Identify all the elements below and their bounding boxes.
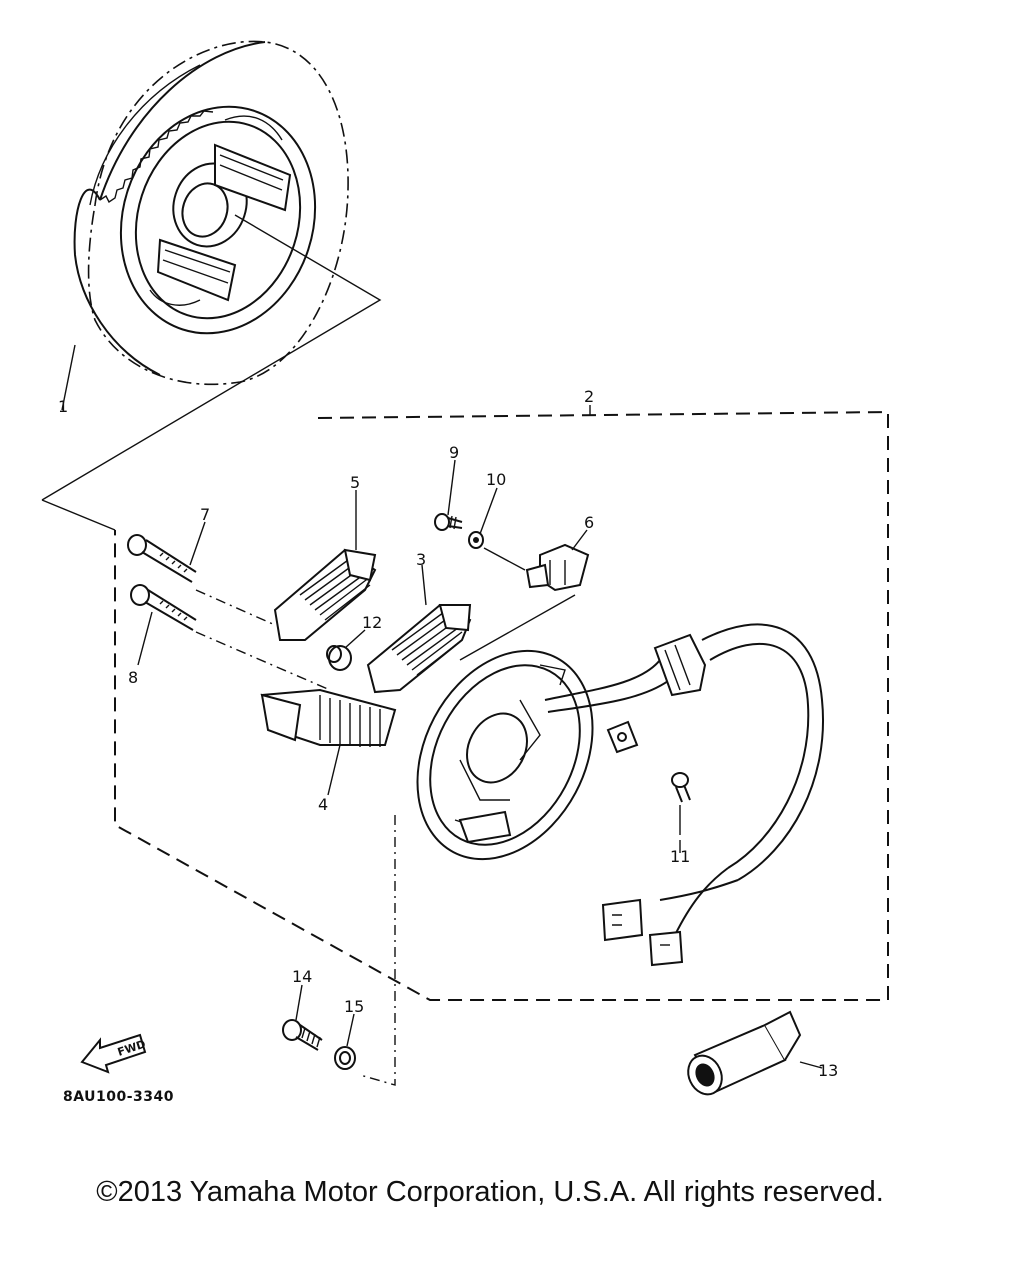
washer-10 [468,531,484,549]
collar-12 [326,645,352,671]
bolt-14-leader [359,815,396,1086]
callout-10: 10 [486,470,506,489]
callout-9: 9 [449,443,459,462]
callout-15: 15 [344,997,364,1016]
stator-base-plate [416,649,594,861]
callout-3: 3 [416,550,426,569]
source-coil-4 [260,688,397,747]
stator-assembly-outline [41,405,889,1001]
callout-7: 7 [200,505,210,524]
lead-wire-harness [544,623,824,967]
callout-leaders [137,459,823,1069]
screw-11 [671,772,691,835]
bracket-6 [459,543,590,661]
callout-8: 8 [128,668,138,687]
bolt-7 [127,534,276,626]
callout-1: 1 [58,397,68,416]
callout-2: 2 [584,387,594,406]
charging-coil-5 [273,548,377,641]
callout-5: 5 [350,473,360,492]
diagram-part-code: 8AU100-3340 [63,1089,175,1105]
callout-11: 11 [670,847,690,866]
copyright-notice: ©2013 Yamaha Motor Corporation, U.S.A. A… [96,1176,884,1208]
washer-15 [334,1046,356,1070]
flywheel-puller-13 [687,1010,802,1096]
bolt-8 [130,584,331,691]
bolt-14 [282,1019,323,1051]
flywheel-rotor [41,40,382,501]
wire-clamp [606,720,639,754]
fwd-arrow-icon: FWD [80,1033,147,1074]
callout-14: 14 [292,967,312,986]
callout-13: 13 [818,1061,838,1080]
screw-9 [434,513,463,531]
callout-4: 4 [318,795,328,814]
pickup-coil-3 [366,603,472,694]
callout-12: 12 [362,613,382,632]
callout-6: 6 [584,513,594,532]
